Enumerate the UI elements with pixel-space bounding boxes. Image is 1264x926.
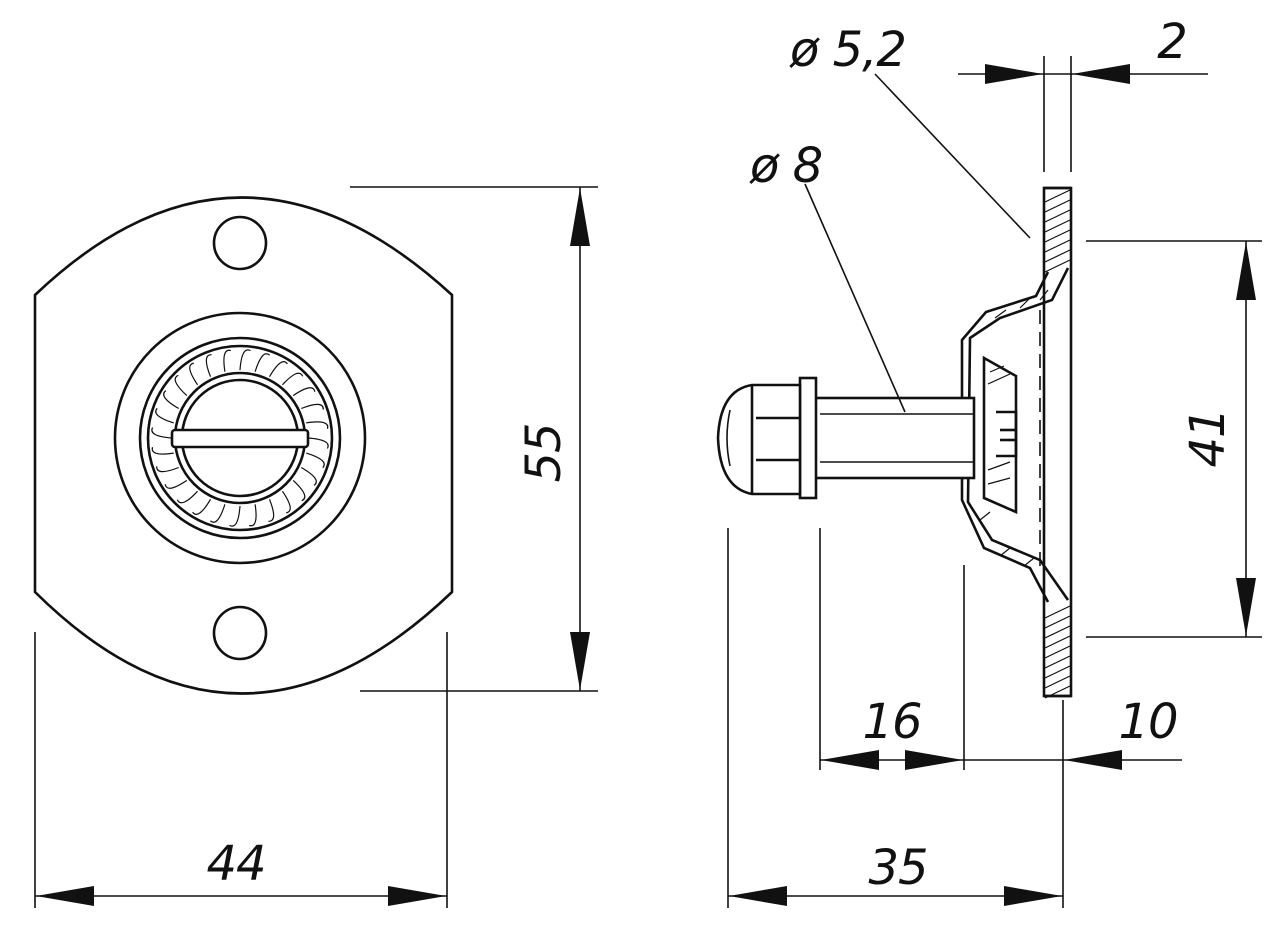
washer [798, 376, 818, 500]
front-view: 44 55 [33, 186, 598, 908]
rosette-inner-ring [146, 344, 334, 532]
hole-diameter-label: ø 5,2 [789, 22, 906, 78]
knurl-tooth [163, 390, 180, 410]
knurl-tooth [209, 504, 226, 523]
hatch-line [1044, 685, 1071, 699]
turn-knob-slot [170, 428, 310, 449]
plate-thickness-label: 2 [1157, 14, 1187, 70]
knurl-tooth [307, 437, 329, 449]
hatch-line [1044, 249, 1071, 263]
knurled-ring [151, 349, 329, 527]
pin-length-label: 16 [862, 694, 921, 750]
hatch-line [1044, 625, 1071, 639]
knurl-tooth [155, 407, 174, 424]
knurl-tooth [156, 466, 179, 473]
knurl-tooth [301, 403, 324, 410]
hatch-line [1044, 229, 1071, 243]
knurl-tooth [151, 427, 173, 439]
knurl-tooth [192, 498, 212, 515]
flange-plate-section [1042, 186, 1073, 698]
knurl-tooth [229, 505, 241, 527]
overall-length-label: 35 [868, 840, 927, 896]
mounting-hole-top [212, 215, 268, 271]
knurl-tooth [176, 490, 199, 504]
side-view: ø 8 ø 5,2 2 41 [716, 14, 1262, 908]
knurl-tooth [174, 374, 188, 397]
knurl-tooth [268, 499, 275, 522]
hatch-line [1044, 675, 1071, 689]
rosette-middle-ring [138, 336, 342, 540]
pin-diameter-label: ø 8 [749, 138, 822, 194]
hatch-line [1044, 645, 1071, 659]
knurl-tooth [164, 479, 188, 489]
plate-hatching [1044, 189, 1071, 699]
mounting-hole-bottom [212, 605, 268, 661]
dimension-overall-length: 35 [727, 528, 1064, 908]
knurl-tooth [306, 452, 325, 469]
hatch-line [1044, 259, 1071, 273]
hatch-line [1044, 189, 1071, 203]
knurl-tooth [189, 362, 199, 386]
hatch-line [1044, 219, 1071, 233]
knurl-tooth [281, 372, 304, 386]
dimension-width: 44 [34, 632, 448, 908]
leader-pin-diameter: ø 8 [749, 138, 906, 413]
knurl-tooth [254, 353, 271, 372]
height-label: 55 [516, 423, 572, 482]
hex-nut [716, 383, 802, 496]
knurl-tooth [239, 349, 251, 371]
flange-height-label: 41 [1180, 408, 1236, 467]
dimension-pin-length: 16 [819, 528, 1182, 770]
hatch-line [1044, 665, 1071, 679]
body-depth-label: 10 [1118, 694, 1177, 750]
hatch-line [1044, 239, 1071, 253]
dimension-height: 55 [350, 186, 598, 692]
hatch-line [1044, 635, 1071, 649]
knurl-tooth [292, 479, 306, 502]
knurl-tooth [205, 354, 212, 377]
rosette-outer-ring [113, 311, 367, 565]
hatch-line [1044, 655, 1071, 669]
leader-hole-diameter: ø 5,2 [789, 22, 1031, 239]
hatch-line [1044, 199, 1071, 213]
knurl-tooth [292, 387, 316, 397]
screw-head [982, 355, 1018, 514]
hatch-line [1044, 209, 1071, 223]
dimension-plate-thickness: 2 [958, 14, 1208, 172]
pin-shaft [808, 396, 976, 480]
hatch-line [1044, 615, 1071, 629]
knurl-tooth [281, 490, 291, 514]
knurl-tooth [223, 349, 231, 372]
knurl-tooth [300, 466, 317, 486]
dimension-body-depth: 10 [1062, 694, 1179, 770]
dimension-flange-height: 41 [1086, 240, 1262, 638]
knurl-tooth [268, 361, 288, 378]
width-label: 44 [206, 836, 265, 892]
knurl-tooth [306, 421, 329, 429]
escutcheon-plate-outline [33, 196, 454, 695]
knurl-tooth [151, 447, 174, 455]
knurl-tooth [249, 504, 257, 527]
hatch-line [1044, 605, 1071, 619]
